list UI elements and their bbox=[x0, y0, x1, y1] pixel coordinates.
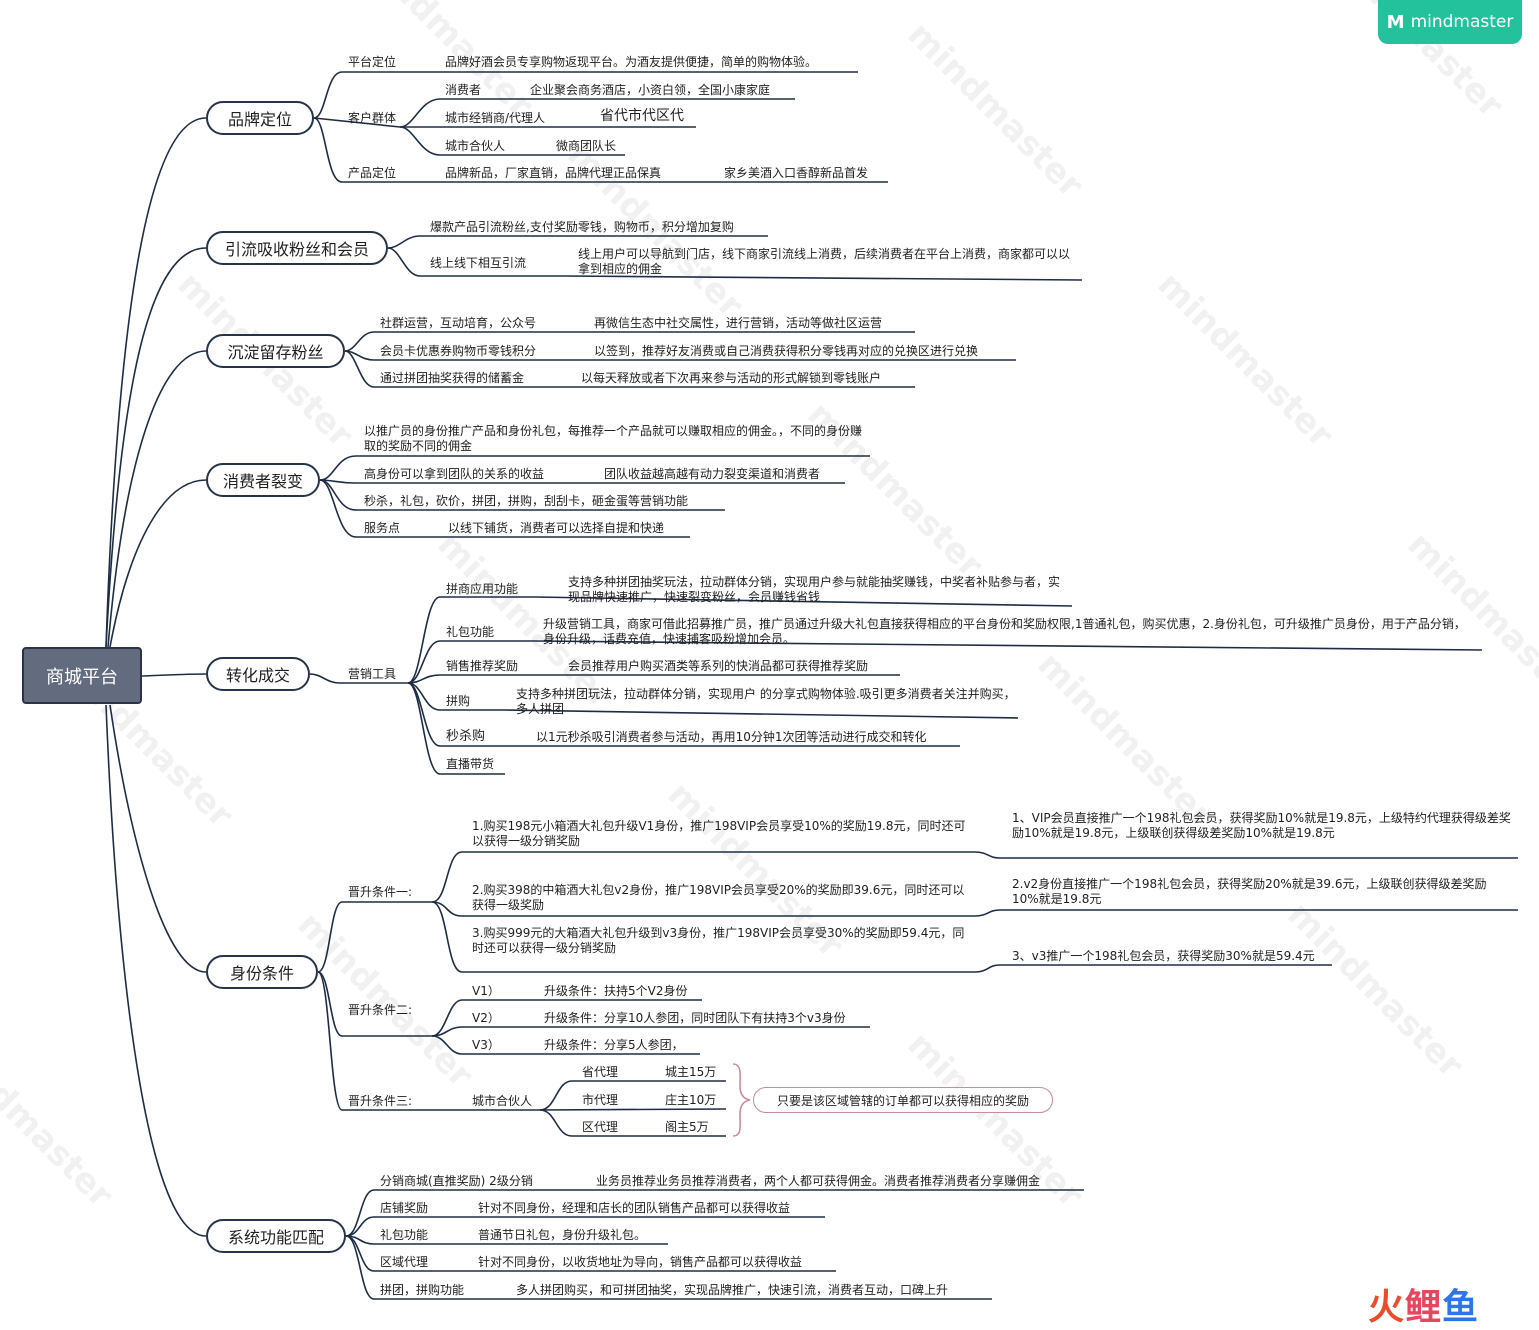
subtopic-membership-desc[interactable]: 以签到，推荐好友消费或自己消费获得积分零钱再对应的兑换区进行兑换 bbox=[594, 344, 979, 358]
root-topic[interactable]: 商城平台 bbox=[22, 647, 142, 704]
subtopic-product-positioning[interactable]: 产品定位 bbox=[348, 166, 397, 180]
subtopic-service-point[interactable]: 服务点 bbox=[364, 521, 401, 535]
agent-city[interactable]: 市代理 bbox=[582, 1093, 619, 1107]
subtopic-city-dealers[interactable]: 城市经销商/代理人 bbox=[445, 111, 546, 125]
condition-one-v3[interactable]: 3.购买999元的大箱酒大礼包升级到v3身份，推广198VIP会员享受30%的奖… bbox=[472, 926, 965, 955]
func-group-buy-desc[interactable]: 多人拼团购买，和可拼团抽奖，实现品牌推广，快速引流，消费者互动，口碑上升 bbox=[516, 1283, 949, 1297]
level-v2[interactable]: V2） bbox=[472, 1011, 500, 1025]
watermark: mindmaster bbox=[1029, 644, 1221, 836]
watermark: mindmaster bbox=[1149, 264, 1341, 456]
watermark: mindmaster bbox=[899, 14, 1091, 206]
tool-group-purchase-desc[interactable]: 支持多种拼团玩法，拉动群体分销，实现用户 的分享式购物体验.吸引更多消费者关注并… bbox=[516, 687, 1016, 716]
func-regional-agent-desc[interactable]: 针对不同身份，以收货地址为导向，销售产品都可以获得收益 bbox=[478, 1255, 803, 1269]
tool-gift-pack-desc[interactable]: 升级营销工具，商家可借此招募推广员，推广员通过升级大礼包直接获得相应的平台身份和… bbox=[543, 617, 1466, 646]
subtopic-customer-groups[interactable]: 客户群体 bbox=[348, 111, 397, 125]
tool-sales-referral-desc[interactable]: 会员推荐用户购买酒类等系列的快消品都可获得推荐奖励 bbox=[568, 659, 869, 673]
tool-sales-referral[interactable]: 销售推荐奖励 bbox=[446, 659, 519, 673]
agent-city-desc[interactable]: 庄主10万 bbox=[665, 1093, 717, 1107]
subtopic-promoter[interactable]: 以推广员的身份推广产品和身份礼包，每推荐一个产品就可以赚取相应的佣金。，不同的身… bbox=[364, 424, 863, 453]
subtopic-product-positioning-desc2[interactable]: 家乡美酒入口香醇新品首发 bbox=[724, 166, 869, 180]
tool-gift-pack[interactable]: 礼包功能 bbox=[446, 625, 495, 639]
watermark: mindmaster bbox=[1279, 894, 1471, 1086]
agent-district-desc[interactable]: 阁主5万 bbox=[665, 1120, 709, 1134]
subtopic-membership[interactable]: 会员卡优惠券购物币零钱积分 bbox=[380, 344, 537, 358]
agent-district[interactable]: 区代理 bbox=[582, 1120, 619, 1134]
condition-one-v2[interactable]: 2.购买398的中箱酒大礼包v2身份，推广198VIP会员享受20%的奖励即39… bbox=[472, 883, 965, 912]
condition-one[interactable]: 晋升条件一: bbox=[348, 885, 413, 899]
subtopic-community[interactable]: 社群运营，互动培育，公众号 bbox=[380, 316, 537, 330]
topic-system-functions[interactable]: 系统功能匹配 bbox=[206, 1219, 346, 1253]
corner-logo-char: 鲤 bbox=[1405, 1287, 1443, 1328]
topic-retain-fans[interactable]: 沉淀留存粉丝 bbox=[206, 334, 345, 368]
tool-flash-sale-desc[interactable]: 以1元秒杀吸引消费者参与活动，再用10分钟1次团等活动进行成交和转化 bbox=[536, 730, 927, 744]
func-regional-agent[interactable]: 区域代理 bbox=[380, 1255, 429, 1269]
func-gift-pack[interactable]: 礼包功能 bbox=[380, 1228, 429, 1242]
level-v1[interactable]: V1） bbox=[472, 984, 500, 998]
condition-one-v1-reward[interactable]: 1、VIP会员直接推广一个198礼包会员，获得奖励10%就是19.8元，上级特约… bbox=[1012, 811, 1511, 840]
summary-note[interactable]: 只要是该区域管辖的订单都可以获得相应的奖励 bbox=[753, 1087, 1053, 1113]
condition-one-v1[interactable]: 1.购买198元小箱酒大礼包升级V1身份，推广198VIP会员享受10%的奖励1… bbox=[472, 819, 966, 848]
subtopic-marketing-features[interactable]: 秒杀，礼包，砍价，拼团，拼购，刮刮卡，砸金蛋等营销功能 bbox=[364, 494, 689, 508]
subtopic-consumers[interactable]: 消费者 bbox=[445, 83, 482, 97]
agent-province[interactable]: 省代理 bbox=[582, 1065, 619, 1079]
tool-live-selling[interactable]: 直播带货 bbox=[446, 757, 495, 771]
condition-one-v3-reward[interactable]: 3、v3推广一个198礼包会员，获得奖励30%就是59.4元 bbox=[1012, 949, 1315, 963]
watermark: mindmaster bbox=[289, 904, 481, 1096]
subtopic-savings[interactable]: 通过拼团抽奖获得的储蓄金 bbox=[380, 371, 525, 385]
subtopic-city-dealers-desc[interactable]: 省代市代区代 bbox=[600, 108, 684, 124]
subtopic-high-identity[interactable]: 高身份可以拿到团队的关系的收益 bbox=[364, 467, 545, 481]
tool-flash-sale[interactable]: 秒杀购 bbox=[446, 729, 486, 744]
subtopic-online-offline-desc[interactable]: 线上用户可以导航到门店，线下商家引流线上消费，后续消费者在平台上消费，商家都可以… bbox=[578, 247, 1071, 276]
mindmaster-logo-icon: M bbox=[1386, 11, 1405, 33]
subtopic-service-point-desc[interactable]: 以线下铺货，消费者可以选择自提和快递 bbox=[448, 521, 665, 535]
subtopic-high-identity-desc[interactable]: 团队收益越高越有动力裂变渠道和消费者 bbox=[604, 467, 821, 481]
corner-logo: 火鲤鱼 bbox=[1368, 1278, 1479, 1330]
corner-logo-char: 火 bbox=[1368, 1287, 1406, 1328]
func-group-buy[interactable]: 拼团，拼购功能 bbox=[380, 1283, 465, 1297]
func-distribution[interactable]: 分销商城(直推奖励) 2级分销 bbox=[380, 1174, 533, 1188]
topic-consumer-fission[interactable]: 消费者裂变 bbox=[206, 463, 320, 497]
func-gift-pack-desc[interactable]: 普通节日礼包，身份升级礼包。 bbox=[478, 1228, 647, 1242]
subtopic-city-partners[interactable]: 城市合伙人 bbox=[445, 139, 506, 153]
subtopic-platform-positioning[interactable]: 平台定位 bbox=[348, 55, 397, 69]
func-distribution-desc[interactable]: 业务员推荐业务员推荐消费者，两个人都可获得佣金。消费者推荐消费者分享赚佣金 bbox=[596, 1174, 1041, 1188]
agent-province-desc[interactable]: 城主15万 bbox=[665, 1065, 717, 1079]
topic-brand-positioning[interactable]: 品牌定位 bbox=[206, 101, 314, 135]
tool-group-buy-app-desc[interactable]: 支持多种拼团抽奖玩法，拉动群体分销，实现用户参与就能抽奖赚钱，中奖者补贴参与者，… bbox=[568, 575, 1061, 604]
city-partner[interactable]: 城市合伙人 bbox=[472, 1094, 533, 1108]
condition-three[interactable]: 晋升条件三: bbox=[348, 1094, 413, 1108]
subtopic-product-positioning-desc[interactable]: 品牌新品，厂家直销，品牌代理正品保真 bbox=[445, 166, 662, 180]
condition-two[interactable]: 晋升条件二: bbox=[348, 1003, 413, 1017]
mindmaster-brand-tab[interactable]: M mindmaster bbox=[1378, 0, 1522, 44]
topic-conversion[interactable]: 转化成交 bbox=[206, 657, 310, 691]
level-v1-desc[interactable]: 升级条件：扶持5个V2身份 bbox=[544, 984, 688, 998]
tool-group-purchase[interactable]: 拼购 bbox=[446, 694, 471, 708]
subtopic-city-partners-desc[interactable]: 微商团队长 bbox=[556, 139, 617, 153]
subtopic-marketing-tools[interactable]: 营销工具 bbox=[348, 667, 397, 681]
subtopic-consumers-desc[interactable]: 企业聚会商务酒店，小资白领，全国小康家庭 bbox=[530, 83, 771, 97]
subtopic-community-desc[interactable]: 再微信生态中社交属性，进行营销，活动等做社区运营 bbox=[594, 316, 883, 330]
corner-logo-char: 鱼 bbox=[1442, 1287, 1480, 1328]
brand-name: mindmaster bbox=[1410, 12, 1514, 32]
topic-traffic-fans[interactable]: 引流吸收粉丝和会员 bbox=[206, 231, 388, 265]
level-v2-desc[interactable]: 升级条件：分享10人参团，同时团队下有扶持3个v3身份 bbox=[544, 1011, 846, 1025]
subtopic-savings-desc[interactable]: 以每天释放或者下次再来参与活动的形式解锁到零钱账户 bbox=[581, 371, 882, 385]
func-store-reward-desc[interactable]: 针对不同身份，经理和店长的团队销售产品都可以获得收益 bbox=[478, 1201, 791, 1215]
func-store-reward[interactable]: 店铺奖励 bbox=[380, 1201, 429, 1215]
topic-identity-conditions[interactable]: 身份条件 bbox=[206, 955, 318, 989]
level-v3-desc[interactable]: 升级条件：分享5人参团， bbox=[544, 1038, 684, 1052]
subtopic-hot-products[interactable]: 爆款产品引流粉丝,支付奖励零钱，购物币，积分增加复购 bbox=[430, 220, 734, 234]
subtopic-online-offline[interactable]: 线上线下相互引流 bbox=[430, 256, 527, 270]
watermark: mindmaster bbox=[0, 1024, 121, 1216]
level-v3[interactable]: V3） bbox=[472, 1038, 500, 1052]
condition-one-v2-reward[interactable]: 2.v2身份直接推广一个198礼包会员，获得奖励20%就是39.6元，上级联创获… bbox=[1012, 877, 1487, 906]
subtopic-platform-positioning-desc[interactable]: 品牌好酒会员专享购物返现平台。为酒友提供便捷，简单的购物体验。 bbox=[445, 55, 818, 69]
tool-group-buy-app[interactable]: 拼商应用功能 bbox=[446, 582, 519, 596]
